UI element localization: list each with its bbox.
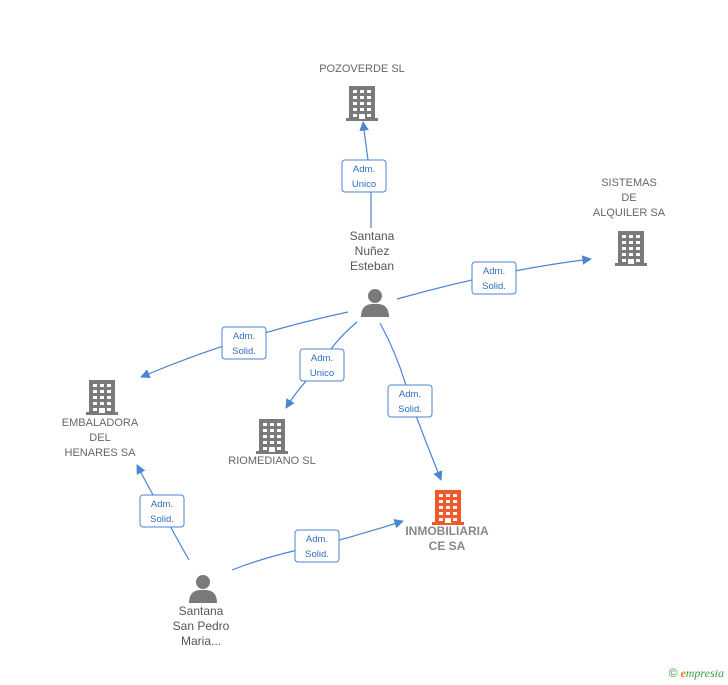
- edge-santana_nunez-to-sistemas: Adm. Solid.: [396, 255, 592, 300]
- node-label-line: POZOVERDE SL: [319, 63, 405, 75]
- node-label-line: DEL: [89, 432, 110, 444]
- node-label-line: Nuñez: [355, 244, 390, 258]
- empresia-watermark: © empresia: [669, 666, 724, 681]
- edge-label-text: Adm.: [483, 266, 505, 277]
- edge-label-text: Adm.: [311, 353, 333, 364]
- edge-label-box[interactable]: [221, 326, 267, 360]
- node-label-line: Santana: [350, 229, 395, 243]
- edge-label-box[interactable]: [139, 494, 185, 528]
- node-label-line: SISTEMAS: [601, 177, 657, 189]
- edge-label-text: Adm.: [151, 499, 173, 510]
- person-icon[interactable]: [361, 289, 389, 317]
- node-label-line: EMBALADORA: [62, 417, 139, 429]
- building-icon[interactable]: [346, 86, 378, 121]
- building-icon[interactable]: [256, 419, 288, 454]
- edge-santana_sanpedro-to-inmobiliaria: Adm. Solid.: [231, 519, 404, 571]
- edges-layer: Adm.UnicoAdm.Solid.Adm.Solid.Adm.UnicoAd…: [136, 121, 592, 571]
- node-label-line: RIOMEDIANO SL: [228, 455, 315, 467]
- edge-label-box[interactable]: [387, 384, 433, 418]
- company-node-embaladora[interactable]: EMBALADORA DEL HENARES SA: [62, 380, 139, 459]
- node-label-line: DE: [621, 192, 636, 204]
- edge-label-box[interactable]: [294, 529, 340, 563]
- node-label-line: Santana: [179, 604, 224, 618]
- node-label-line: CE SA: [429, 539, 466, 553]
- person-icon[interactable]: [189, 575, 217, 603]
- company-node-riomediano[interactable]: RIOMEDIANO SL: [228, 419, 316, 467]
- edge-santana_nunez-to-riomediano: Adm. Unico: [285, 321, 358, 409]
- edge-label-text: Unico: [352, 179, 376, 190]
- building-icon[interactable]: [432, 490, 464, 525]
- company-node-pozoverde[interactable]: POZOVERDE SL: [319, 63, 405, 121]
- brand-name: mpresia: [685, 666, 724, 680]
- edge-label-text: Adm.: [233, 331, 255, 342]
- nodes-layer: POZOVERDE SL SISTEMAS DE ALQUILER SA EMBALAD…: [62, 63, 666, 648]
- brand-initial: e: [680, 666, 686, 680]
- node-label-line: HENARES SA: [65, 447, 137, 459]
- node-label-line: San Pedro: [173, 619, 230, 633]
- edge-santana_nunez-to-pozoverde: Adm. Unico: [341, 121, 387, 228]
- edge-label-text: Solid.: [232, 346, 256, 357]
- node-label-line: Esteban: [350, 259, 394, 273]
- edge-label-box[interactable]: [299, 348, 345, 382]
- building-icon[interactable]: [86, 380, 118, 415]
- copyright-icon: ©: [668, 666, 678, 680]
- edge-label-text: Solid.: [482, 281, 506, 292]
- node-label-line: Maria...: [181, 634, 221, 648]
- edge-label-box[interactable]: [471, 261, 517, 295]
- edge-label-text: Adm.: [353, 164, 375, 175]
- edge-santana_nunez-to-embaladora: Adm. Solid.: [140, 311, 349, 379]
- edge-santana_sanpedro-to-embaladora: Adm. Solid.: [136, 464, 190, 561]
- building-icon[interactable]: [615, 231, 647, 266]
- edge-label-text: Adm.: [306, 534, 328, 545]
- edge-label-text: Adm.: [399, 389, 421, 400]
- edge-label-text: Solid.: [398, 404, 422, 415]
- edge-label-text: Unico: [310, 368, 334, 379]
- edge-santana_nunez-to-inmobiliaria: Adm. Solid.: [379, 322, 443, 481]
- node-label-line: INMOBILIARIA: [405, 524, 489, 538]
- edge-label-box[interactable]: [341, 159, 387, 193]
- company-node-sistemas[interactable]: SISTEMAS DE ALQUILER SA: [593, 177, 666, 266]
- edge-label-text: Solid.: [150, 514, 174, 525]
- node-label-line: ALQUILER SA: [593, 207, 666, 219]
- edge-label-text: Solid.: [305, 549, 329, 560]
